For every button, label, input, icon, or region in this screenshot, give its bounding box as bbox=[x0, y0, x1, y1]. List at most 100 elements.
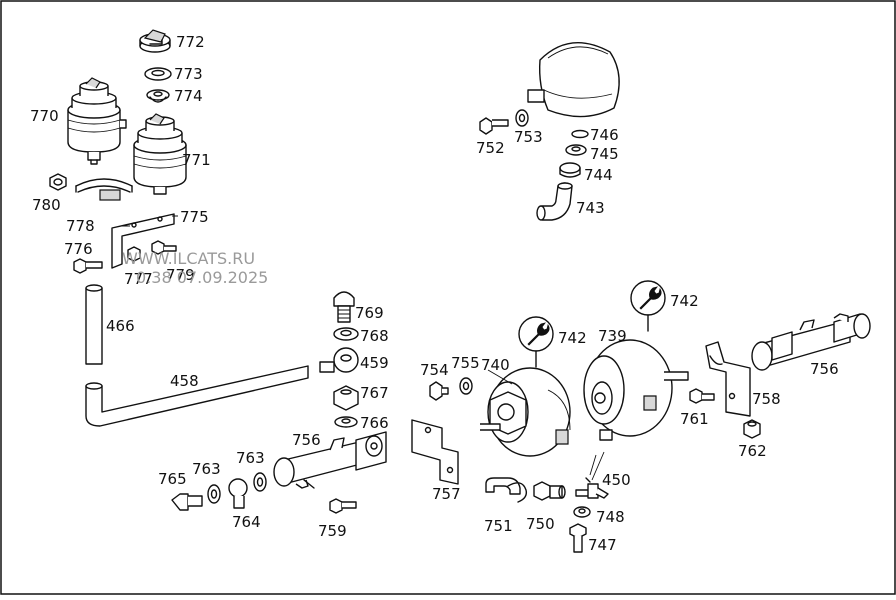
wrench-icon-right bbox=[630, 280, 666, 332]
part-762-nut bbox=[743, 419, 761, 439]
part-767-nut bbox=[333, 385, 359, 411]
label-776: 776 bbox=[64, 240, 93, 258]
label-744: 744 bbox=[584, 166, 613, 184]
label-764: 764 bbox=[232, 513, 261, 531]
label-758: 758 bbox=[752, 390, 781, 408]
label-759: 759 bbox=[318, 522, 347, 540]
label-747: 747 bbox=[588, 536, 617, 554]
part-763-washer-left bbox=[207, 484, 221, 504]
part-779-bolt bbox=[151, 240, 177, 255]
watermark-date: 0.38 07.09.2025 bbox=[136, 268, 268, 287]
part-778-clamp bbox=[75, 178, 133, 201]
label-761: 761 bbox=[680, 410, 709, 428]
label-779: 779 bbox=[166, 266, 195, 284]
part-739-brake-booster bbox=[583, 339, 689, 441]
label-762: 762 bbox=[738, 442, 767, 460]
label-756-left: 756 bbox=[292, 431, 321, 449]
label-777: 777 bbox=[124, 270, 153, 288]
label-466: 466 bbox=[106, 317, 135, 335]
label-765: 765 bbox=[158, 470, 187, 488]
label-757: 757 bbox=[432, 485, 461, 503]
label-773: 773 bbox=[174, 65, 203, 83]
watermark-site: WWW.ILCATS.RU bbox=[122, 249, 255, 268]
label-746: 746 bbox=[590, 126, 619, 144]
part-754-nut bbox=[429, 381, 449, 401]
label-754: 754 bbox=[420, 361, 449, 379]
part-775-bracket bbox=[111, 213, 175, 269]
label-748: 748 bbox=[596, 508, 625, 526]
part-773-washer bbox=[144, 67, 172, 81]
part-752-bolt bbox=[479, 117, 509, 135]
part-757-bracket bbox=[411, 419, 459, 485]
part-766-washer bbox=[334, 416, 358, 428]
part-753-washer bbox=[515, 109, 529, 127]
part-780-nut bbox=[49, 173, 67, 191]
part-450-tee bbox=[575, 477, 609, 499]
part-746-washer bbox=[571, 129, 589, 139]
part-745-grommet bbox=[565, 144, 587, 156]
part-747-bolt bbox=[569, 523, 587, 553]
label-742-left: 742 bbox=[558, 329, 587, 347]
part-764-banjo bbox=[228, 478, 248, 509]
label-771: 771 bbox=[182, 151, 211, 169]
part-759-bolt bbox=[329, 498, 357, 514]
part-769-banjo-bolt bbox=[333, 291, 355, 323]
label-780: 780 bbox=[32, 196, 61, 214]
part-748-washer bbox=[573, 506, 591, 518]
label-763-left: 763 bbox=[192, 460, 221, 478]
label-459: 459 bbox=[360, 354, 389, 372]
label-740: 740 bbox=[481, 356, 510, 374]
part-750-fitting bbox=[533, 481, 566, 501]
part-number-labels: 772 773 774 770 771 780 778 775 776 777 … bbox=[30, 33, 839, 554]
label-774: 774 bbox=[174, 87, 203, 105]
label-766: 766 bbox=[360, 414, 389, 432]
label-753: 753 bbox=[514, 128, 543, 146]
label-450: 450 bbox=[602, 471, 631, 489]
label-769: 769 bbox=[355, 304, 384, 322]
part-756-master-cylinder-left bbox=[273, 431, 387, 489]
part-751-hose-elbow bbox=[485, 477, 528, 503]
part-740-brake-booster bbox=[480, 367, 571, 457]
label-775: 775 bbox=[180, 208, 209, 226]
part-459-banjo bbox=[319, 347, 359, 373]
part-756-master-cylinder-right bbox=[751, 313, 871, 371]
label-739: 739 bbox=[598, 327, 627, 345]
label-755: 755 bbox=[451, 354, 480, 372]
part-763-washer-right bbox=[253, 472, 267, 492]
label-751: 751 bbox=[484, 517, 513, 535]
label-756-right: 756 bbox=[810, 360, 839, 378]
part-768-washer bbox=[333, 327, 359, 341]
part-765-banjo-bolt bbox=[171, 493, 203, 511]
leader-lines bbox=[120, 215, 605, 481]
label-752: 752 bbox=[476, 139, 505, 157]
label-770: 770 bbox=[30, 107, 59, 125]
label-768: 768 bbox=[360, 327, 389, 345]
label-745: 745 bbox=[590, 145, 619, 163]
part-booster-upper bbox=[527, 42, 620, 118]
watermark: WWW.ILCATS.RU 0.38 07.09.2025 bbox=[122, 249, 268, 287]
label-458: 458 bbox=[170, 372, 199, 390]
label-767: 767 bbox=[360, 384, 389, 402]
part-466-hose bbox=[85, 284, 103, 365]
part-774-strainer bbox=[146, 89, 170, 103]
part-772-cap bbox=[139, 29, 171, 53]
label-742-right: 742 bbox=[670, 292, 699, 310]
label-763-right: 763 bbox=[236, 449, 265, 467]
part-743-elbow bbox=[536, 182, 573, 221]
part-761-bolt bbox=[689, 388, 715, 404]
part-776-bolt bbox=[73, 258, 103, 274]
label-772: 772 bbox=[176, 33, 205, 51]
part-770-reservoir bbox=[67, 77, 127, 165]
wrench-icon-left bbox=[518, 316, 554, 368]
part-458-pipe bbox=[85, 365, 309, 427]
part-744-valve bbox=[559, 162, 581, 178]
part-758-bracket bbox=[705, 341, 751, 417]
part-777-nut bbox=[127, 246, 141, 262]
part-771-reservoir bbox=[133, 113, 187, 195]
part-755-washer bbox=[459, 377, 473, 395]
label-778: 778 bbox=[66, 217, 95, 235]
label-743: 743 bbox=[576, 199, 605, 217]
